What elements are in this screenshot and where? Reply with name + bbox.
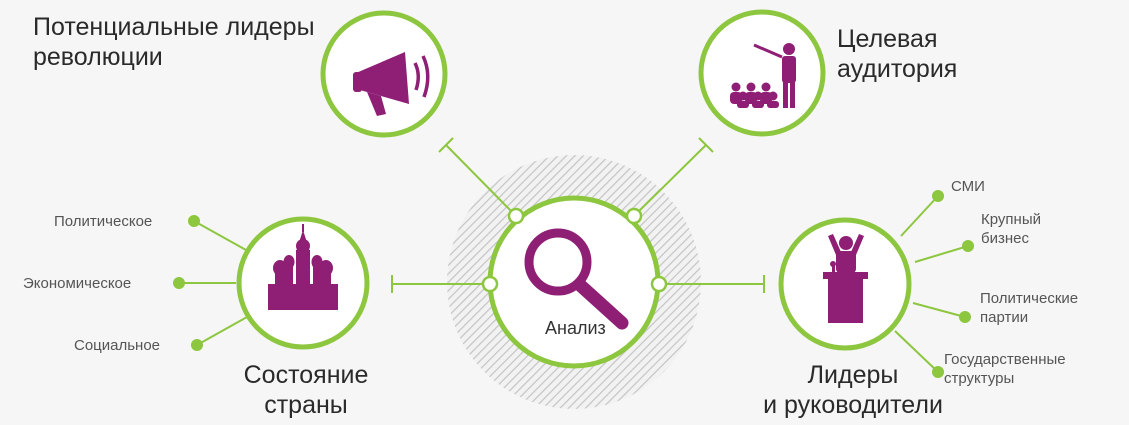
spoke-dot-economic [173, 277, 185, 289]
label-audience-line2: аудитория [837, 55, 958, 83]
item-business: Крупный бизнес [981, 210, 1041, 248]
label-leaders-line1: Лидеры [807, 361, 899, 389]
label-country-state-line1: Состояние [243, 361, 369, 389]
label-country-state: Состояние страны [236, 360, 376, 420]
item-parties-line2: партии [980, 309, 1029, 326]
speaker-podium-icon [823, 234, 868, 323]
label-audience-line1: Целевая [837, 25, 938, 53]
label-audience: Целевая аудитория [837, 24, 957, 84]
item-social: Социальное [74, 337, 161, 354]
item-parties-line1: Политические [980, 290, 1079, 307]
label-leaders-revolution: Потенциальные лидеры революции [33, 12, 315, 72]
label-leaders-revolution-line2: революции [33, 43, 163, 71]
left-spokes [179, 220, 248, 346]
connectors [391, 137, 765, 293]
item-government: Государственные структуры [944, 350, 1066, 388]
spoke-dot-political [188, 215, 200, 227]
megaphone-icon [353, 52, 430, 116]
spoke-dot-business [962, 240, 974, 252]
spoke-dot-media [932, 190, 944, 202]
item-business-line2: бизнес [981, 230, 1029, 247]
circle-audience [698, 9, 826, 137]
item-government-line1: Государственные [944, 351, 1066, 368]
right-spokes [894, 195, 969, 373]
label-leaders-line2: и руководители [763, 391, 943, 419]
spoke-dot-parties [959, 311, 971, 323]
center-label: Анализ [545, 318, 606, 338]
label-leaders: Лидеры и руководители [748, 360, 958, 420]
spoke-dot-social [191, 339, 203, 351]
spoke-dot-government [932, 366, 944, 378]
item-parties: Политические партии [980, 289, 1078, 327]
item-political: Политическое [54, 213, 153, 230]
label-leaders-revolution-line1: Потенциальные лидеры [33, 13, 315, 41]
item-government-line2: структуры [944, 370, 1015, 387]
presenter-audience-icon [730, 43, 796, 108]
item-economic: Экономическое [23, 275, 132, 292]
center-ports [481, 207, 668, 293]
kremlin-icon [268, 224, 338, 310]
item-media-line1: СМИ [951, 178, 985, 195]
item-business-line1: Крупный [981, 211, 1041, 228]
label-country-state-line2: страны [264, 391, 348, 419]
magnifier-icon [524, 228, 629, 330]
item-media: СМИ [951, 177, 985, 196]
